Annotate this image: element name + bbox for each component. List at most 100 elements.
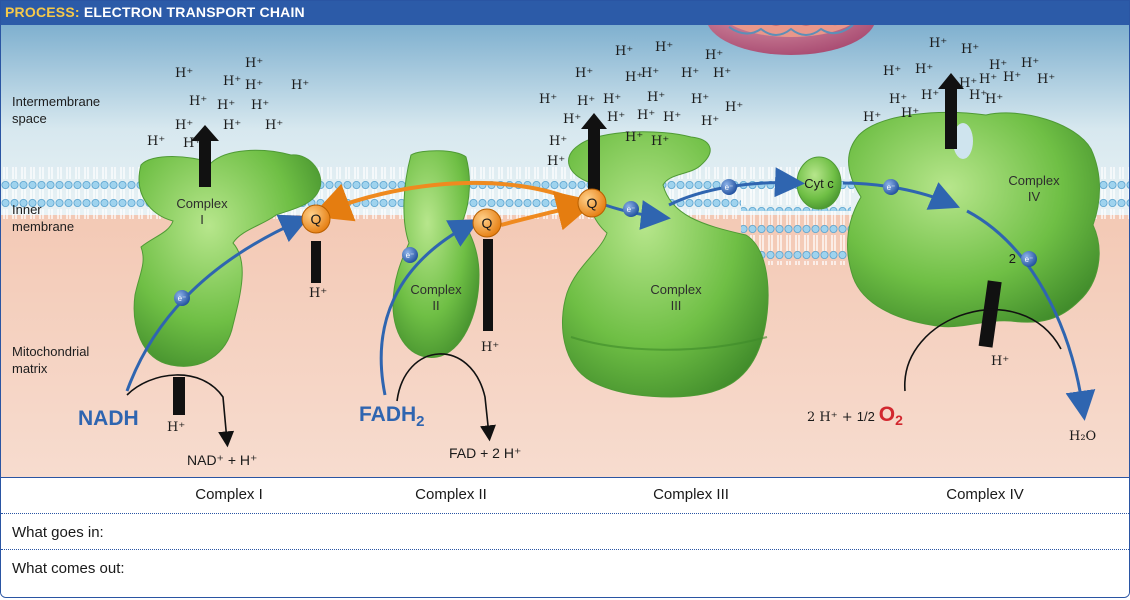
title-lead: PROCESS: bbox=[5, 4, 80, 20]
proton-bar-iv-lower bbox=[978, 280, 1002, 348]
proton-label: H⁺ bbox=[291, 78, 309, 93]
proton-label: H⁺ bbox=[969, 88, 987, 103]
proton-label: H⁺ bbox=[309, 286, 327, 301]
proton-label: H⁺ bbox=[701, 114, 719, 129]
oxygen-subscript: 2 bbox=[895, 411, 903, 428]
electron-label: e⁻ bbox=[887, 183, 896, 192]
proton-label: H⁺ bbox=[985, 92, 1003, 107]
oxygen-reactant-label: 2 H⁺ + 1/2 O2 bbox=[807, 403, 903, 428]
inner-membrane-label: Inner membrane bbox=[12, 202, 75, 234]
proton-label: H⁺ bbox=[265, 118, 283, 133]
q-shuttle-arrow-2 bbox=[500, 191, 597, 231]
proton-label: H⁺ bbox=[615, 44, 633, 59]
complex-i-label: Complex I bbox=[176, 196, 228, 227]
intermembrane-space-label: Intermembrane space bbox=[12, 94, 101, 126]
title-bar: PROCESS: ELECTRON TRANSPORT CHAIN bbox=[1, 1, 1129, 25]
proton-arrowhead-iii bbox=[581, 113, 607, 129]
q-label: Q bbox=[587, 195, 598, 211]
nadh-oxidation-arrow bbox=[126, 374, 235, 448]
proton-label: H⁺ bbox=[655, 40, 673, 55]
cyt-c-label: Cyt c bbox=[804, 176, 834, 191]
proton-arrowhead-iv bbox=[938, 73, 964, 89]
proton-label: H⁺ bbox=[915, 62, 933, 77]
electron-label: e⁻ bbox=[725, 183, 734, 192]
nad-product-label: NAD⁺ + H⁺ bbox=[187, 452, 258, 468]
proton-label: H⁺ bbox=[577, 94, 595, 109]
fadh2-label: FADH2 bbox=[359, 403, 425, 430]
column-header-complex-ii: Complex II bbox=[415, 486, 487, 503]
fadh2-oxidation-arrow bbox=[396, 353, 496, 442]
proton-label: H⁺ bbox=[607, 110, 625, 125]
electron-marker bbox=[623, 201, 639, 217]
figure-title: PROCESS: ELECTRON TRANSPORT CHAIN bbox=[5, 4, 305, 20]
proton-label: H⁺ bbox=[681, 66, 699, 81]
proton-label: H⁺ bbox=[959, 76, 977, 91]
fad-product-label: FAD + 2 H⁺ bbox=[449, 445, 522, 461]
electron-marker bbox=[883, 179, 899, 195]
complex-iv-channel bbox=[953, 123, 973, 159]
complex-iii-label: Complex III bbox=[650, 282, 702, 313]
matrix-label: Mitochondrial matrix bbox=[12, 344, 90, 376]
proton-label: H⁺ bbox=[245, 56, 263, 71]
ubiquinone-q bbox=[472, 208, 502, 238]
proton-label: H⁺ bbox=[547, 154, 565, 169]
electron-marker bbox=[721, 179, 737, 195]
q-proton-bar-2 bbox=[483, 239, 493, 331]
water-label: H₂O bbox=[1069, 429, 1097, 444]
proton-label: H⁺ bbox=[647, 90, 665, 105]
proton-label: H⁺ bbox=[575, 66, 593, 81]
proton-label: H⁺ bbox=[979, 72, 997, 87]
summary-table: Complex I Complex II Complex III Complex… bbox=[1, 477, 1129, 597]
oxygen-reduction-arc bbox=[904, 309, 1062, 392]
proton-label: H⁺ bbox=[625, 70, 643, 85]
proton-label: H⁺ bbox=[1003, 70, 1021, 85]
table-row-outputs: What comes out: bbox=[1, 549, 1129, 586]
proton-label: H⁺ bbox=[167, 420, 185, 435]
electron-path-cytc-iv bbox=[842, 181, 961, 210]
proton-label: H⁺ bbox=[713, 66, 731, 81]
proton-label: H⁺ bbox=[637, 108, 655, 123]
complex-ii-protein bbox=[392, 150, 480, 358]
nadh-label: NADH bbox=[78, 407, 139, 430]
proton-label: H⁺ bbox=[889, 92, 907, 107]
row-label-outputs: What comes out: bbox=[12, 560, 125, 577]
oxygen-fraction: 1/2 bbox=[856, 409, 875, 424]
title-text: ELECTRON TRANSPORT CHAIN bbox=[83, 4, 305, 20]
fadh2-subscript: 2 bbox=[416, 413, 425, 431]
proton-label: H⁺ bbox=[251, 98, 269, 113]
proton-pump-bar-iii bbox=[588, 127, 600, 201]
proton-label: H⁺ bbox=[691, 92, 709, 107]
column-header-complex-iv: Complex IV bbox=[946, 486, 1024, 503]
complex-iii-ridge bbox=[570, 336, 768, 351]
electron-marker bbox=[402, 247, 418, 263]
proton-label: H⁺ bbox=[991, 354, 1009, 369]
q-label: Q bbox=[482, 215, 493, 231]
row-label-inputs: What goes in: bbox=[12, 524, 104, 541]
fadh2-text: FADH bbox=[359, 403, 417, 426]
q-proton-bar-1 bbox=[311, 241, 321, 283]
electron-label: e⁻ bbox=[178, 294, 187, 303]
complex-iv-label: Complex IV bbox=[1008, 173, 1060, 204]
proton-label: H⁺ bbox=[189, 94, 207, 109]
electron-path-fadh2 bbox=[379, 219, 480, 396]
proton-label: H⁺ bbox=[481, 340, 499, 355]
complex-ii-label: Complex II bbox=[410, 282, 462, 313]
proton-label: H⁺ bbox=[223, 74, 241, 89]
column-header-complex-i: Complex I bbox=[195, 486, 263, 503]
proton-label: H⁺ bbox=[1021, 56, 1039, 71]
proton-pump-bar-iv bbox=[945, 87, 957, 149]
electron-label: e⁻ bbox=[627, 205, 636, 214]
proton-pump-bar-i bbox=[199, 139, 211, 187]
electron-marker bbox=[1021, 251, 1037, 267]
proton-label: H⁺ bbox=[663, 110, 681, 125]
complex-i-protein bbox=[133, 149, 322, 367]
complex-iv-protein bbox=[846, 112, 1100, 328]
proton-label: H⁺ bbox=[725, 100, 743, 115]
proton-label: H⁺ bbox=[883, 64, 901, 79]
ubiquinone-q bbox=[577, 188, 607, 218]
proton-label: H⁺ bbox=[705, 48, 723, 63]
proton-label: H⁺ bbox=[603, 92, 621, 107]
electron-label: e⁻ bbox=[1025, 255, 1034, 264]
electron-label: e⁻ bbox=[406, 251, 415, 260]
